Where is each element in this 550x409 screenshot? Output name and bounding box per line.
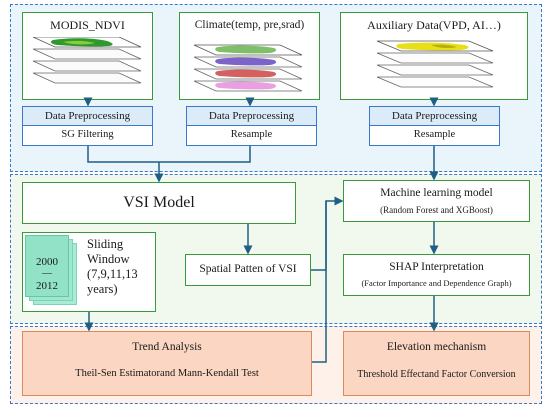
climate-layers-image	[193, 44, 303, 92]
arrow-trend-to-ml	[312, 201, 327, 363]
modis-ndvi-title: MODIS_NDVI	[50, 18, 125, 33]
climate-title: Climate(temp, pre,srad)	[194, 19, 305, 32]
year-end: 2012	[36, 279, 58, 292]
auxiliary-layers-image	[376, 40, 494, 88]
shap-subtitle: (Factor Importance and Dependence Graph)	[361, 278, 512, 289]
sliding-window-box: 2000 — 2012 Sliding Window (7,9,11,13 ye…	[22, 232, 156, 312]
ml-model-subtitle: (Random Forest and XGBoost)	[380, 204, 493, 215]
elevation-mechanism-box: Elevation mechanism Threshold Effectand …	[343, 331, 530, 396]
ml-model-box: Machine learning model (Random Forest an…	[343, 180, 530, 222]
elevation-mechanism-title: Elevation mechanism	[386, 341, 487, 354]
auxiliary-data-box: Auxiliary Data(VPD, AI…)	[340, 12, 528, 100]
trend-analysis-title: Trend Analysis	[132, 341, 202, 354]
preprocessing-sub-right: Resample	[369, 125, 500, 146]
window-stack-front	[25, 235, 69, 297]
auxiliary-data-title: Auxiliary Data(VPD, AI…)	[367, 18, 501, 33]
ml-model-title: Machine learning model	[380, 187, 493, 200]
preprocessing-sub-mid: Resample	[186, 125, 317, 146]
climate-box: Climate(temp, pre,srad)	[179, 12, 320, 100]
elevation-mechanism-subtitle: Threshold Effectand Factor Conversion	[357, 369, 516, 381]
modis-ndvi-box: MODIS_NDVI	[22, 12, 153, 100]
sliding-window-label: Sliding Window (7,9,11,13 years)	[87, 237, 138, 296]
year-start: 2000	[36, 255, 58, 268]
ndvi-layers-image	[32, 37, 142, 84]
vsi-model-box: VSI Model	[22, 182, 296, 224]
preprocessing-head-right: Data Preprocessing	[369, 106, 500, 126]
year-dash: —	[42, 268, 52, 280]
merge-left-mid	[87, 146, 251, 163]
trend-analysis-subtitle: Theil-Sen Estimatorand Mann-Kendall Test	[75, 367, 259, 379]
trend-analysis-box: Trend Analysis Theil-Sen Estimatorand Ma…	[22, 331, 312, 396]
shap-title: SHAP Interpretation	[389, 261, 484, 274]
spatial-pattern-box: Spatial Patten of VSI	[185, 254, 311, 286]
shap-box: SHAP Interpretation (Factor Importance a…	[343, 254, 530, 296]
preprocessing-sub-left: SG Filtering	[22, 125, 153, 146]
